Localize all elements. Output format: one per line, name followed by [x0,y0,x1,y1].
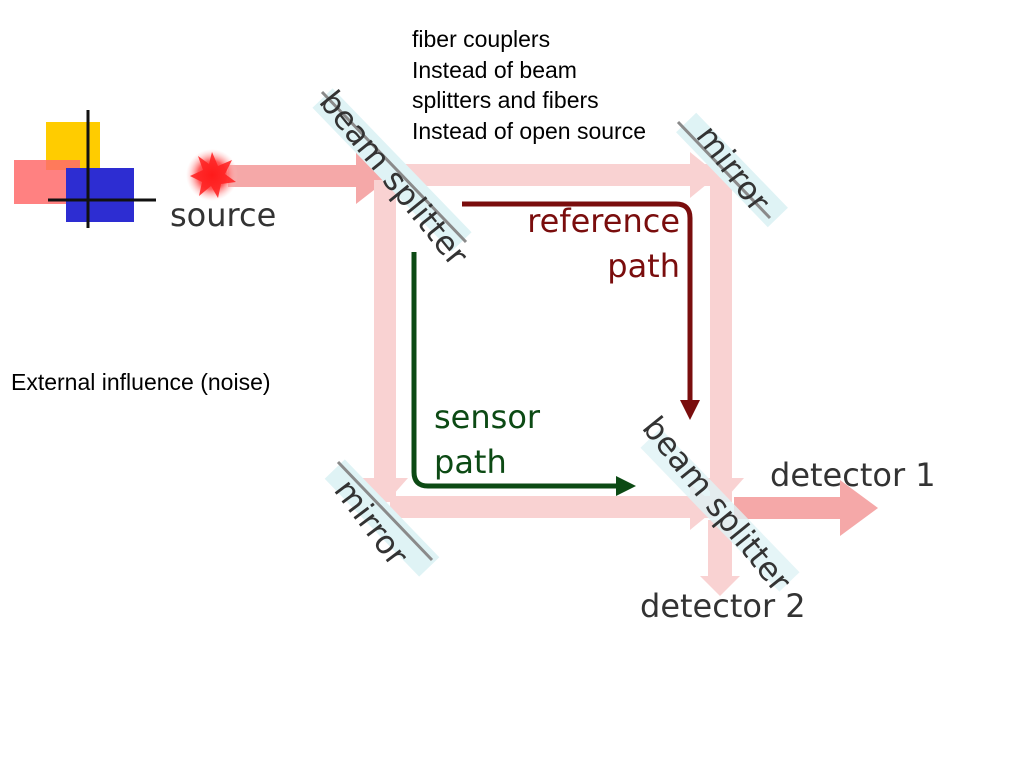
detector-2-label: detector 2 [640,587,806,625]
mirror-bottom-edge [336,460,434,562]
fiber-note-line: fiber couplers [412,26,551,52]
reference-path-label-line-2: path [607,247,680,285]
fiber-note-line: Instead of beam [412,56,577,83]
reference-path-arrowhead [680,400,700,420]
beam-left-arrowhead [362,478,408,504]
mirror-bottom-plate [324,459,440,577]
beam-top-arrowhead [690,152,718,198]
light-source [186,149,238,201]
beam-left [374,180,396,502]
sensor-path-label-line-2: path [434,443,507,481]
decorative-logo [14,110,156,228]
logo-blue-square [66,168,134,222]
sensor-path-label-line-1: sensor [434,398,541,436]
noise-label: External influence (noise) [11,369,271,395]
beam-source-to-splitter [228,165,360,187]
reference-path-line [462,201,693,402]
fiber-coupler-note: fiber couplers Instead of beam splitters… [412,24,646,146]
beam-splitter-bottom-plate [640,428,800,592]
sensor-path-arrowhead [616,476,636,496]
fiber-note-line: splitters and fibers [412,87,599,113]
beam-right [710,180,732,502]
mirror-top-edge [676,120,772,220]
beam-detector-1-arrowhead [840,480,878,536]
sensor-path-line [411,252,618,489]
beam-bottom [390,496,714,518]
source-label: source [170,196,276,234]
beam-detector-2-arrowhead [700,576,740,596]
fiber-note-line: Instead of open source [412,117,646,144]
light-source-star [190,152,236,198]
mirror-top-plate [676,112,788,228]
beam-detector-1 [734,497,844,519]
beam-splitter-top-edge [320,90,468,244]
beam-top [392,164,722,186]
detector-1-label: detector 1 [770,456,936,494]
reference-path-label-line-1: reference [527,202,680,240]
beam-splitter-top-plate [312,88,472,252]
